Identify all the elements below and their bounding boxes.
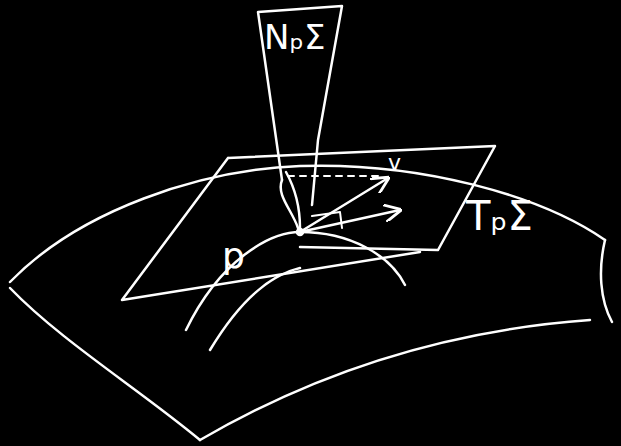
math-label: p <box>222 238 245 274</box>
surface-edge <box>10 288 200 440</box>
vector-arrow <box>300 178 388 232</box>
surface-curve <box>210 268 300 350</box>
tangent-plane <box>122 146 495 300</box>
vector-arrow <box>300 210 400 232</box>
normal-plane <box>281 180 298 228</box>
surface-edge <box>601 240 612 322</box>
math-label: NₚΣ <box>264 20 325 54</box>
surface-edge <box>10 166 605 282</box>
normal-plane <box>286 172 300 228</box>
math-label: v <box>388 152 401 174</box>
surface-curve <box>186 232 405 330</box>
surface-edge <box>200 320 590 440</box>
projection-line <box>288 175 382 177</box>
point-dot <box>297 229 303 235</box>
math-label: TₚΣ <box>466 196 533 236</box>
